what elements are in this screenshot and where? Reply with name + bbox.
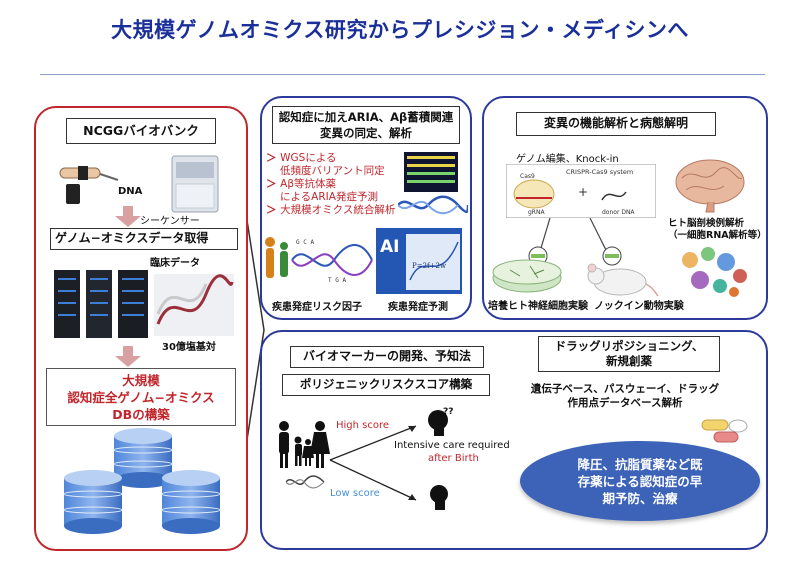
- list-item: ＞ Aβ等抗体薬: [266, 178, 337, 190]
- worried-head-icon: ??: [428, 407, 453, 436]
- single-cell-plot-icon: [674, 242, 754, 300]
- brain-analysis-label: ヒト脳剖検例解析 （一細胞RNA解析等）: [668, 218, 767, 242]
- cas9-label: Cas9: [520, 173, 535, 180]
- risk-factor-label: 疾患発症リスク因子: [272, 302, 362, 313]
- ai-text: AI: [380, 237, 399, 257]
- prevention-treatment-oval: 降圧、抗脂質薬など既 存薬による認知症の早 期予防、治療: [520, 441, 760, 521]
- sequencer-icon: [171, 155, 219, 213]
- blood-sample-icon: [59, 166, 119, 204]
- calm-head-icon: [430, 485, 448, 510]
- risk-branch-arrows: [329, 425, 417, 501]
- drug-database-line1: 遺伝子ベース、パスウェーイ、ドラッグ: [530, 383, 720, 395]
- functional-analysis-heading: 変異の機能解析と病態解明: [516, 112, 716, 136]
- method-list: ＞ WGSによる 低頻度バリアント同定 ＞ Aβ等抗体薬 によるARIA発症予測…: [266, 152, 406, 217]
- svg-text:+: +: [578, 185, 588, 199]
- data-acquisition-box: ゲノム−オミクスデータ取得: [50, 228, 238, 250]
- server-rack-icon: [54, 270, 148, 338]
- after-birth-label: after Birth: [428, 453, 479, 464]
- arrow-down-icon: [115, 206, 141, 227]
- cell-culture-icon: [492, 259, 562, 293]
- formula-text: P=2f+2w: [412, 262, 446, 270]
- high-score-label: High score: [336, 420, 390, 431]
- list-item: ＞ WGSによる: [266, 152, 337, 164]
- brain-analysis-line2: （一細胞RNA解析等）: [668, 230, 767, 241]
- drug-repositioning-heading: ドラッグリポジショニング、 新規創薬: [538, 336, 720, 372]
- database-build-line2: 認知症全ゲノム−オミクス: [67, 390, 215, 405]
- prediction-label: 疾患発症予測: [388, 302, 448, 313]
- svg-text:??: ??: [443, 407, 453, 417]
- family-icon: [279, 421, 330, 468]
- sequencer-label: シーケンサー: [140, 216, 200, 227]
- pills-icon: [701, 419, 748, 443]
- biomarker-heading: バイオマーカーの開発、予知法: [290, 346, 484, 368]
- brain-icon: [675, 159, 745, 213]
- drug-database-line2: 作用点データベース解析: [567, 397, 683, 409]
- dna-helix-icon: [398, 195, 468, 215]
- arrow-down-icon: [115, 346, 141, 367]
- database-build-box: 大規模 認知症全ゲノム−オミクス DBの構築: [46, 368, 236, 426]
- cell-experiment-label: 培養ヒト神経細胞実験: [488, 301, 588, 312]
- svg-text:G C A: G C A: [296, 239, 314, 246]
- low-score-label: Low score: [330, 488, 380, 499]
- drug-heading-line1: ドラッグリポジショニング、: [554, 339, 704, 353]
- dna-sequence-icon: [154, 274, 234, 336]
- biobank-label: NCGGバイオバンク: [66, 118, 216, 144]
- list-item: によるARIA発症予測: [280, 191, 378, 203]
- oval-line2: 存薬による認知症の早: [577, 473, 703, 489]
- mouse-icon: [587, 263, 659, 297]
- brain-analysis-line1: ヒト脳剖検例解析: [668, 218, 745, 229]
- list-item: 低頻度バリアント同定: [280, 165, 385, 177]
- drug-heading-line2: 新規創薬: [606, 354, 652, 368]
- basepairs-label: 30億塩基対: [162, 342, 216, 353]
- title-divider: [40, 74, 765, 75]
- database-icon: [63, 428, 221, 534]
- svg-text:T G A: T G A: [328, 277, 346, 284]
- oval-line3: 期予防、治療: [602, 490, 678, 506]
- intensive-care-label: Intensive care required: [394, 440, 510, 451]
- ai-prediction-icon: AI P=2f+2w: [376, 228, 462, 294]
- dna-label: DNA: [118, 186, 143, 197]
- variant-identification-heading: 認知症に加えARIA、Aβ蓄積関連変異の同定、解析: [272, 106, 460, 144]
- prs-heading: ポリジェニックリスクスコア構築: [282, 374, 490, 396]
- crispr-label: CRISPR-Cas9 system: [566, 168, 633, 176]
- list-item: ＞ 大規模オミクス統合解析: [266, 204, 396, 216]
- sequence-data-icon: [404, 152, 458, 192]
- genetic-risk-illustration: G C A T G A: [265, 237, 373, 284]
- grna-label: gRNA: [528, 209, 545, 216]
- crispr-diagram: + Cas9 gRNA CRISPR-Cas9 system donor DNA: [506, 164, 656, 218]
- mouse-experiment-label: ノックイン動物実験: [594, 301, 684, 312]
- database-build-line1: 大規模: [122, 373, 160, 388]
- page-title: 大規模ゲノムオミクス研究からプレシジョン・メディシンへ: [111, 18, 689, 42]
- dna-small-icon: [286, 475, 325, 489]
- clinical-data-label: 臨床データ: [150, 258, 200, 269]
- donor-label: donor DNA: [602, 209, 635, 216]
- database-build-line3: DBの構築: [112, 407, 170, 422]
- oval-line1: 降圧、抗脂質薬など既: [577, 456, 703, 472]
- data-acquisition-label: ゲノム−オミクスデータ取得: [55, 231, 209, 245]
- genome-editing-label: ゲノム編集、Knock-in: [516, 154, 619, 165]
- drug-database-text: 遺伝子ベース、パスウェーイ、ドラッグ 作用点データベース解析: [520, 382, 730, 410]
